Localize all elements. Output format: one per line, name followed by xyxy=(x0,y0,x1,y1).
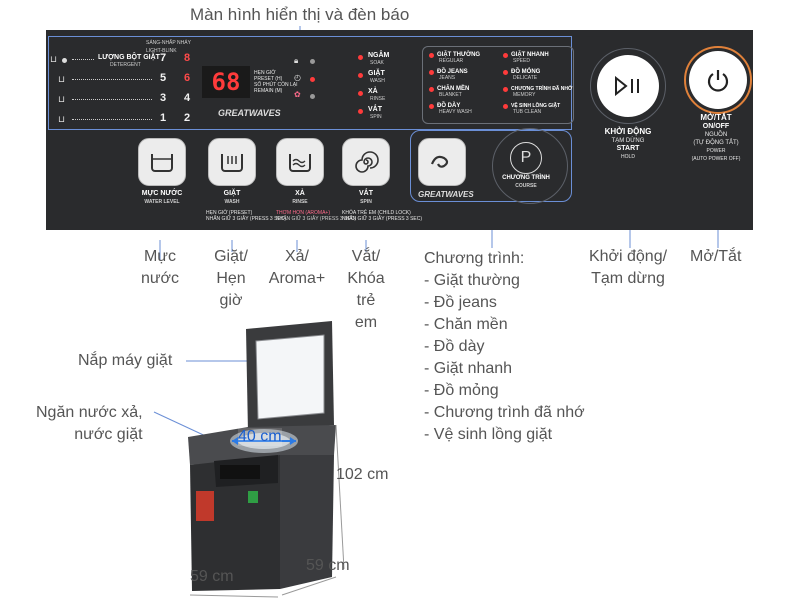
callout-programs: Chương trình: - Giặt thường - Đồ jeans -… xyxy=(424,250,585,443)
digit-display: 68 xyxy=(202,66,250,98)
wash-button[interactable] xyxy=(208,138,256,186)
spin-icon xyxy=(355,151,379,173)
callout-rinse: Xả/Aroma+ xyxy=(268,248,326,287)
status-dot xyxy=(310,94,315,99)
brand-logo: GREATWAVES xyxy=(218,108,281,118)
width-dimension-line xyxy=(189,594,279,598)
display-area-outline xyxy=(48,36,572,130)
start-pause-button[interactable] xyxy=(597,55,659,117)
cup-icon: ⊔ xyxy=(58,74,66,84)
power-button[interactable] xyxy=(689,51,747,109)
height-label: 102 cm xyxy=(336,466,389,483)
start-label: KHỞI ĐỘNG TẠM DỪNG START HOLD xyxy=(604,127,652,161)
depth-dimension-line xyxy=(281,576,337,596)
start-button-ring xyxy=(590,48,666,124)
power-button-ring xyxy=(684,46,752,114)
mode-item: GIẶT WASH xyxy=(358,70,418,88)
course-button[interactable]: P xyxy=(510,142,542,174)
wash-icon xyxy=(221,154,243,172)
aroma-icon: ✿ xyxy=(294,90,301,99)
detergent-level-indicator: ⊔ LƯỢNG BỘT GIẶT DETERGENT 7 8 ⊔ 5 6 ⊔ 3… xyxy=(50,52,200,134)
cup-icon: ⊔ xyxy=(58,94,66,104)
mode-item: VẮT SPIN xyxy=(358,106,418,124)
washing-machine-illustration xyxy=(188,321,345,598)
level-row: ⊔ 3 4 xyxy=(58,92,191,104)
status-dot xyxy=(310,77,315,82)
depth-label: 59 cm xyxy=(306,557,350,574)
callout-power: Mở/Tắt xyxy=(690,248,742,265)
mode-item: XẢ RINSE xyxy=(358,88,418,106)
spin-sublabel: KHÓA TRẺ EM (CHILD LOCK)NHẤN GIỮ 3 GIÂY … xyxy=(342,210,423,222)
level-dot xyxy=(62,58,67,63)
mode-item: NGÂM SOAK xyxy=(358,52,418,70)
cup-icon: ⊔ xyxy=(58,114,66,124)
energy-label xyxy=(196,491,214,521)
course-button-ring xyxy=(492,128,568,204)
play-pause-icon xyxy=(615,76,639,96)
display-indicator-callout: Màn hình hiển thị và đèn báo xyxy=(190,5,410,24)
greatwaves-icon xyxy=(430,155,449,168)
rinse-button[interactable] xyxy=(276,138,324,186)
front-body xyxy=(190,455,280,591)
level-row: ⊔ 1 2 xyxy=(58,112,191,124)
brand-logo-bottom: GREATWAVES xyxy=(418,190,474,199)
status-dot xyxy=(310,59,315,64)
lid-window xyxy=(255,334,325,420)
callout-lid: Nắp máy giặt xyxy=(78,352,173,369)
mode-list: NGÂM SOAK GIẶT WASH XẢ RINSE VẮT SPIN xyxy=(358,52,418,124)
spin-button[interactable] xyxy=(342,138,390,186)
cup-icon: ⊔ xyxy=(50,54,58,64)
rinse-icon xyxy=(289,154,311,172)
level-row: ⊔ LƯỢNG BỘT GIẶT DETERGENT 7 8 xyxy=(50,52,191,68)
lock-icon: 🔒︎ xyxy=(294,56,299,65)
tub-width-label: 40 cm xyxy=(238,428,282,446)
greatwaves-button[interactable] xyxy=(418,138,466,186)
callout-tray: Ngăn nước xả,nước giặt xyxy=(36,404,143,443)
wash-sublabel: HẸN GIỜ (PRESET)NHẤN GIỮ 3 GIÂY (PRESS 3… xyxy=(206,210,287,222)
clock-icon: ◴ xyxy=(294,73,301,82)
water-level-button[interactable] xyxy=(138,138,186,186)
width-label: 59 cm xyxy=(190,568,234,585)
water-level-icon xyxy=(151,154,173,172)
power-label: MỞ/TẮT ON/OFF NGUỒN (TỰ ĐỘNG TẮT) POWER … xyxy=(691,113,741,163)
course-p-icon: P xyxy=(520,149,532,166)
power-icon xyxy=(707,70,729,92)
side-body xyxy=(280,455,334,589)
callout-start: Khởi động/Tạm dừng xyxy=(588,248,668,287)
level-row: ⊔ 5 6 xyxy=(58,72,191,84)
course-area-outline xyxy=(410,130,572,202)
rinse-sublabel: THƠM HƠN (AROMA+)NHẤN GIỮ 3 GIÂY (PRESS … xyxy=(276,210,357,222)
height-dimension-line xyxy=(335,424,345,570)
